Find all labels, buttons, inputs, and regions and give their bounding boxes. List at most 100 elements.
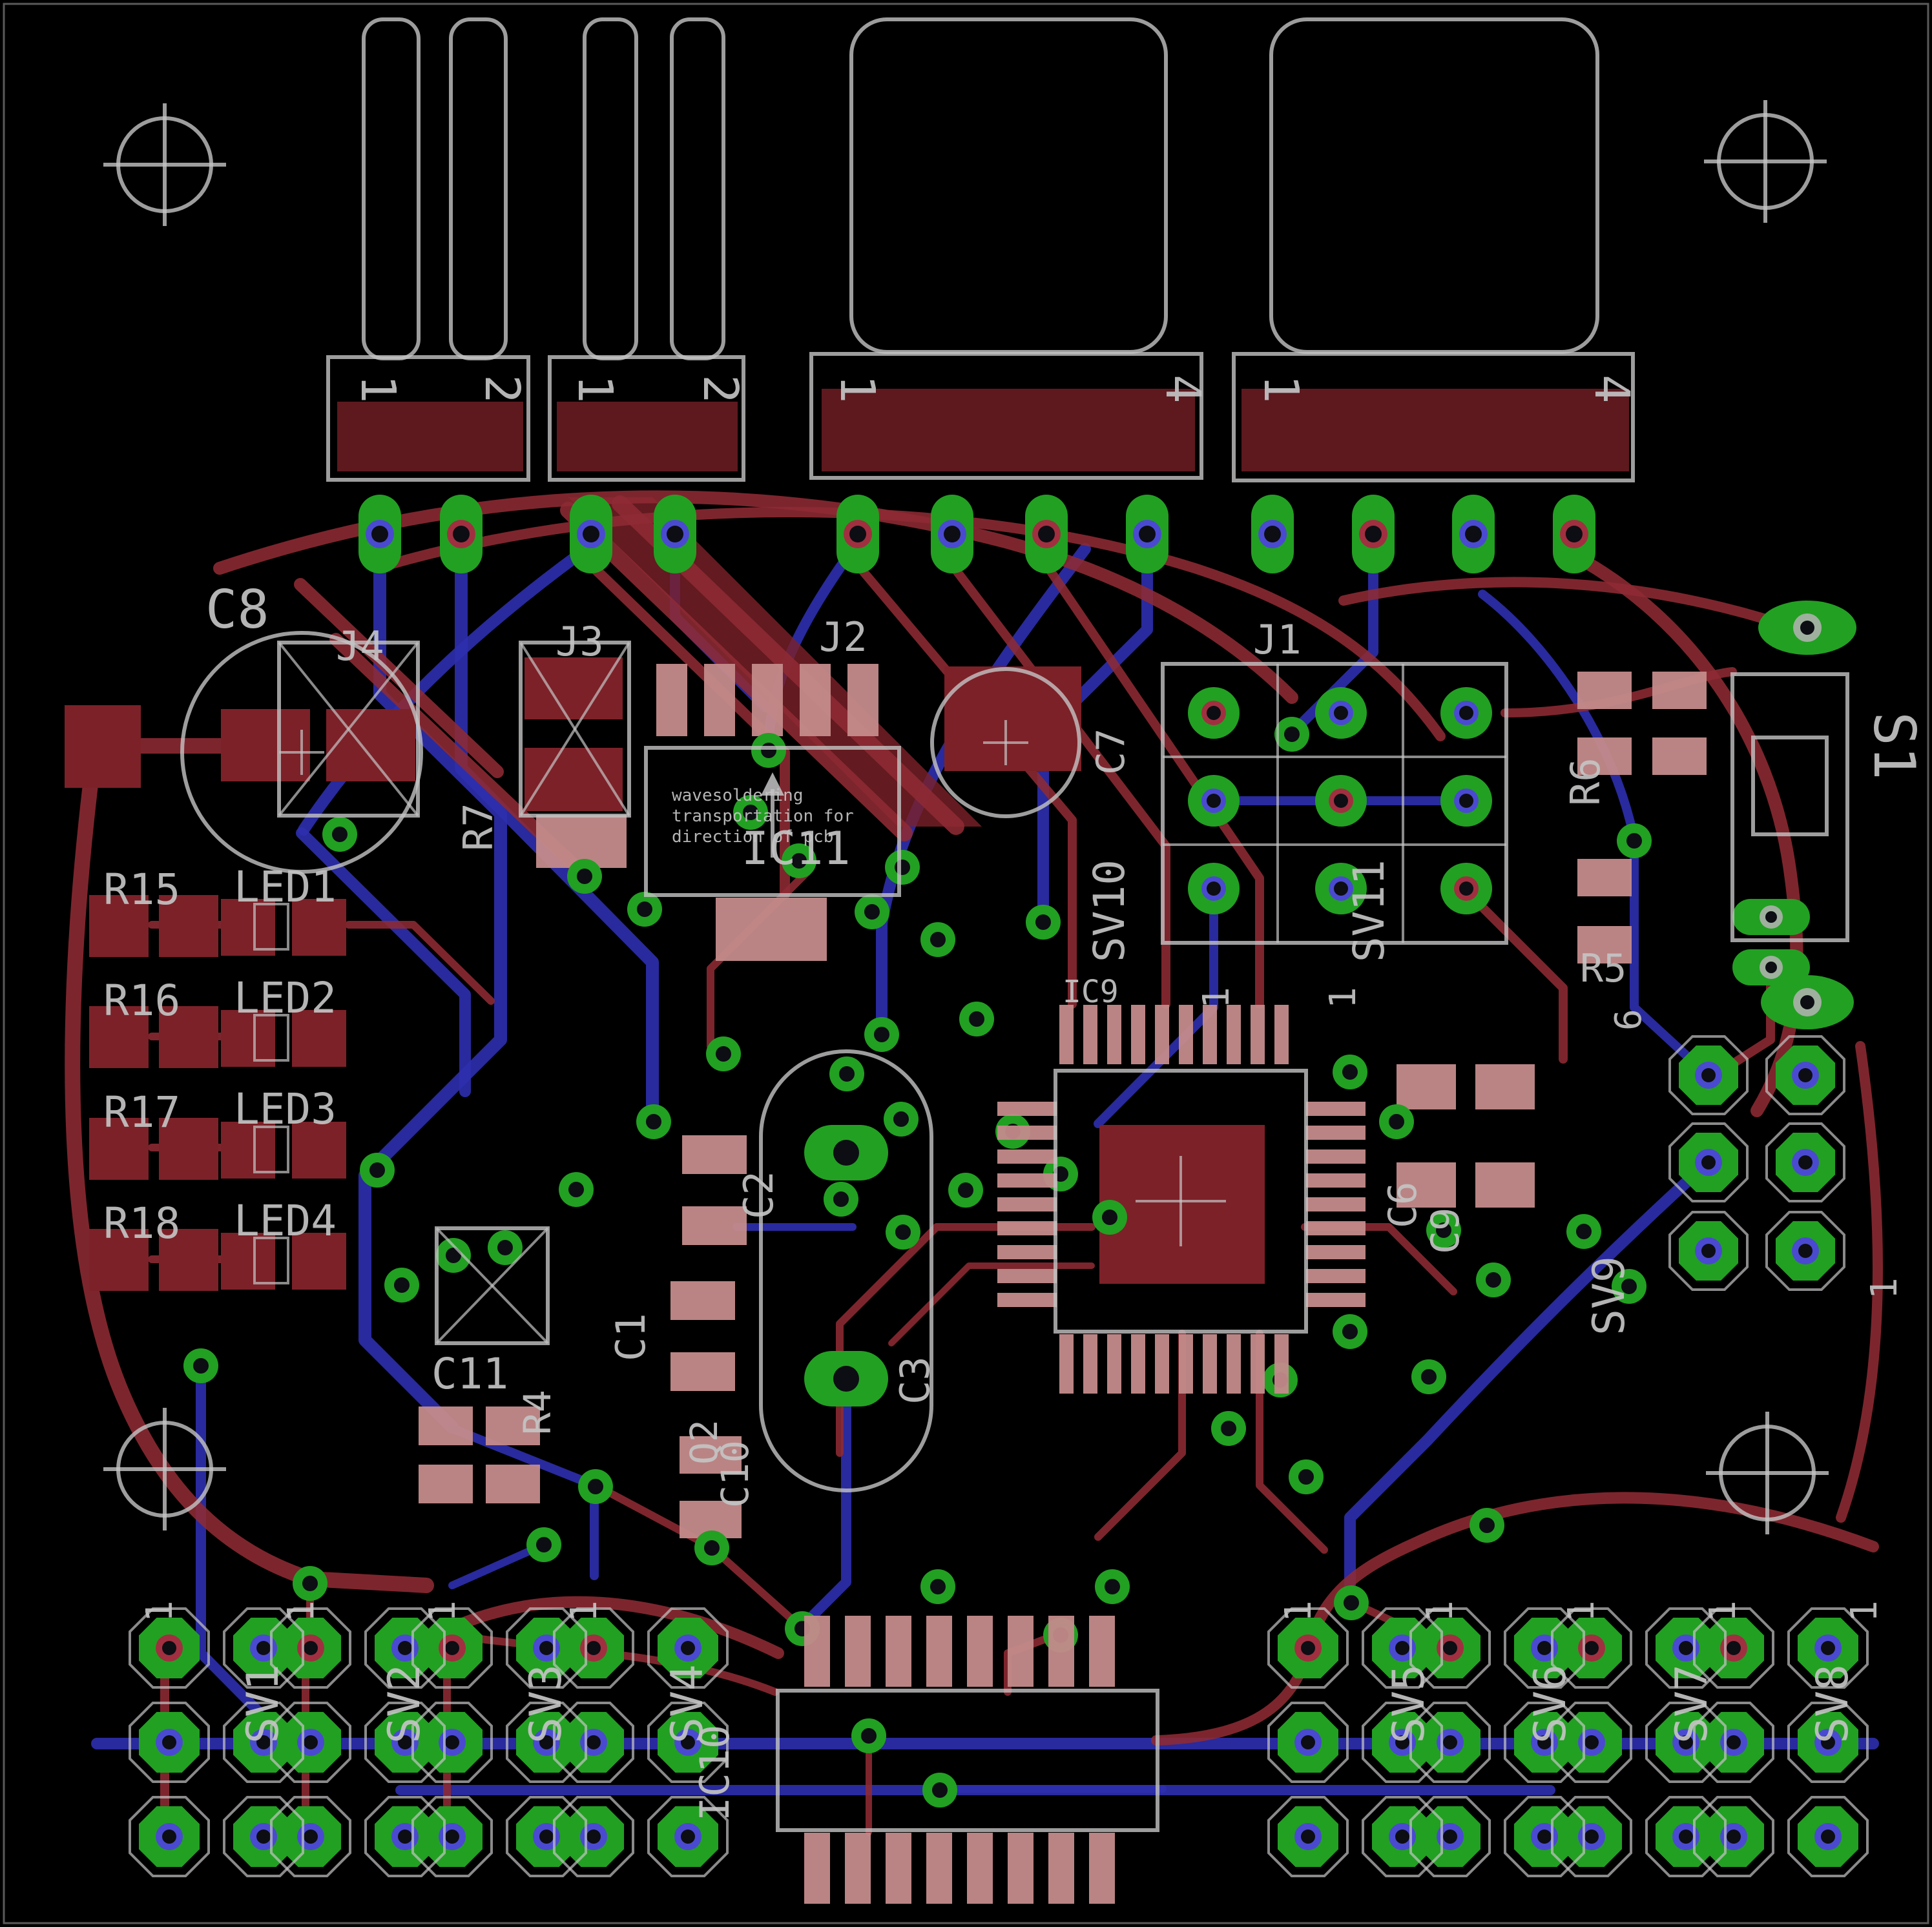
silkscreen-label-q2[interactable]: Q2 (682, 1419, 726, 1465)
silkscreen-label-r17[interactable]: R17 (103, 1087, 180, 1137)
silkscreen-label-sv9-pin6[interactable]: 6 (1608, 1009, 1650, 1031)
silkscreen-label-sv4[interactable]: SV4 (662, 1664, 713, 1744)
ic10-pad (1008, 1616, 1034, 1687)
silkscreen-label-j3-pin1[interactable]: 1 (567, 375, 623, 404)
footprint-ic11[interactable] (644, 746, 901, 897)
silkscreen-label-j2[interactable]: J2 (819, 613, 867, 661)
ic10-pad (967, 1833, 993, 1904)
silkscreen-label-sv3-pin1[interactable]: 1 (422, 1600, 464, 1622)
ic9-pad (1274, 1005, 1289, 1064)
ic9-pad (1131, 1334, 1145, 1394)
silkscreen-label-ic10[interactable]: IC10 (691, 1725, 738, 1821)
ic9-pad (997, 1149, 1057, 1164)
header-pad-outline (1787, 1607, 1869, 1689)
ic10-pad (926, 1833, 952, 1904)
header-pad-outline (411, 1607, 493, 1689)
silkscreen-label-sv7[interactable]: SV7 (1667, 1664, 1718, 1744)
silkscreen-label-sv8[interactable]: SV8 (1807, 1664, 1858, 1744)
silkscreen-label-sv5[interactable]: SV5 (1384, 1664, 1435, 1744)
silkscreen-label-led4[interactable]: LED4 (234, 1196, 337, 1246)
silkscreen-label-sv7-pin1[interactable]: 1 (1561, 1600, 1603, 1622)
silkscreen-label-c9[interactable]: C9 (1423, 1208, 1468, 1254)
header-pad-outline (270, 1796, 351, 1877)
ic9-pad (997, 1245, 1057, 1259)
silkscreen-label-sv1[interactable]: SV1 (238, 1664, 289, 1744)
connector-j3-outline[interactable] (548, 17, 745, 482)
silkscreen-label-c6[interactable]: C6 (1380, 1182, 1426, 1228)
silkscreen-label-c3[interactable]: C3 (891, 1356, 939, 1405)
silkscreen-label-sv8-pin1b[interactable]: 1 (1844, 1600, 1885, 1622)
footprint-j3-box[interactable] (519, 641, 631, 818)
silkscreen-label-c10[interactable]: C10 (713, 1440, 757, 1508)
header-pad-outline (129, 1796, 210, 1877)
silkscreen-label-j1-pin4[interactable]: 4 (1584, 375, 1639, 404)
silkscreen-label-j1-pin1[interactable]: 1 (1253, 375, 1309, 404)
silkscreen-label-sv2[interactable]: SV2 (379, 1664, 430, 1744)
silkscreen-label-ic11[interactable]: IC11 (742, 822, 851, 875)
capacitor-j2-outline[interactable] (930, 667, 1081, 818)
silkscreen-label-sv10[interactable]: SV10 (1085, 860, 1134, 962)
led4-body (253, 1237, 289, 1284)
footprint-ic9[interactable] (1054, 1069, 1308, 1334)
silkscreen-label-led2[interactable]: LED2 (234, 973, 337, 1023)
silkscreen-label-sv2-pin1[interactable]: 1 (280, 1600, 322, 1622)
silkscreen-label-note-2[interactable]: transportation for (672, 807, 854, 826)
connector-j2-outline[interactable] (809, 17, 1203, 480)
silkscreen-label-j1[interactable]: J1 (1253, 616, 1302, 663)
silkscreen-label-j3-pin2[interactable]: 2 (692, 375, 748, 404)
silkscreen-label-sv9-pin1[interactable]: 1 (1864, 1277, 1906, 1299)
footprint-j4-box[interactable] (277, 641, 420, 818)
ic9-pad (1274, 1334, 1289, 1394)
silkscreen-label-sv8-pin1[interactable]: 1 (1702, 1600, 1744, 1622)
silkscreen-label-sv1-pin1[interactable]: 1 (139, 1600, 181, 1622)
silkscreen-label-sv6-pin1[interactable]: 1 (1419, 1600, 1461, 1622)
switch-s1-outline[interactable] (1730, 672, 1849, 942)
silkscreen-label-led1[interactable]: LED1 (234, 862, 337, 912)
crystal-q2-outline[interactable] (759, 1049, 933, 1492)
connector-j4-outline[interactable] (326, 17, 530, 482)
silkscreen-label-c11[interactable]: C11 (431, 1349, 508, 1399)
silkscreen-label-r15[interactable]: R15 (103, 865, 180, 914)
header-pad-outline (1409, 1702, 1491, 1783)
silkscreen-label-note-1[interactable]: wavesoldering (672, 786, 804, 805)
silkscreen-label-r6[interactable]: R6 (1562, 757, 1609, 806)
silkscreen-label-r7[interactable]: R7 (455, 803, 502, 851)
silkscreen-label-r5[interactable]: R5 (1580, 946, 1626, 991)
silkscreen-label-j2-pin4[interactable]: 4 (1155, 375, 1210, 404)
silkscreen-label-note-3[interactable]: direction of pcb (672, 827, 833, 847)
silkscreen-label-led3[interactable]: LED3 (234, 1084, 337, 1134)
ic9-pad (1306, 1245, 1366, 1259)
silkscreen-label-sv4-pin1[interactable]: 1 (563, 1600, 605, 1622)
silkscreen-label-r18[interactable]: R18 (103, 1199, 180, 1248)
silkscreen-label-ic9[interactable]: IC9 (1063, 974, 1119, 1010)
silkscreen-label-j1-grid-pin1-b[interactable]: 1 (1322, 987, 1364, 1009)
silkscreen-label-s1[interactable]: S1 (1861, 712, 1927, 780)
silkscreen-label-j3[interactable]: J3 (556, 618, 604, 665)
silkscreen-label-c2[interactable]: C2 (735, 1171, 782, 1219)
silkscreen-label-sv9[interactable]: SV9 (1584, 1256, 1635, 1335)
silkscreen-label-j4-pin1[interactable]: 1 (350, 375, 406, 404)
header-j1-grid[interactable] (1161, 662, 1508, 945)
silkscreen-label-j1-grid-pin1-a[interactable]: 1 (1196, 987, 1238, 1009)
silkscreen-label-j4-pin2[interactable]: 2 (474, 375, 530, 404)
silkscreen-label-c7[interactable]: C7 (1088, 728, 1134, 775)
silkscreen-label-sv6[interactable]: SV6 (1525, 1664, 1576, 1744)
silkscreen-label-c8[interactable]: C8 (205, 579, 269, 641)
silkscreen-label-c1[interactable]: C1 (607, 1313, 654, 1361)
ic9-pad (1306, 1149, 1366, 1164)
silkscreen-label-j4[interactable]: J4 (336, 623, 384, 670)
silkscreen-label-sv11[interactable]: SV11 (1344, 860, 1394, 962)
capacitor-c8-outline[interactable] (180, 631, 423, 874)
silkscreen-label-j2-pin1[interactable]: 1 (829, 375, 885, 404)
footprint-ic10-outline[interactable] (776, 1689, 1159, 1832)
footprint-c11-box[interactable] (435, 1226, 550, 1345)
ic9-pad (997, 1221, 1057, 1235)
led2-body (253, 1014, 289, 1062)
silkscreen-label-r4[interactable]: R4 (515, 1390, 559, 1435)
silkscreen-label-sv3[interactable]: SV3 (521, 1664, 572, 1744)
silkscreen-label-sv5-pin1[interactable]: 1 (1278, 1600, 1320, 1622)
connector-j1-outline[interactable] (1232, 17, 1635, 482)
silkscreen-label-r16[interactable]: R16 (103, 976, 180, 1025)
